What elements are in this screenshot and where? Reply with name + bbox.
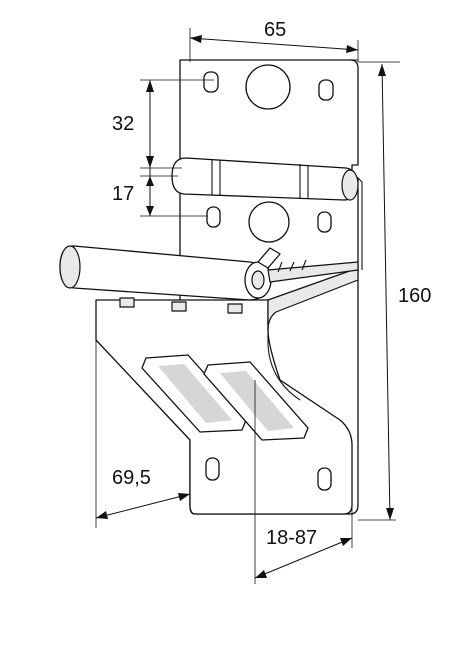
dimension-height-total: 160	[358, 61, 431, 521]
lower-hinge-pin	[59, 245, 359, 314]
dimension-width-top: 65	[189, 19, 359, 62]
dimension-label-18-87: 18-87	[266, 527, 317, 549]
middle-mounting-holes	[206, 201, 332, 243]
dimension-depth-bottom: 69,5	[95, 340, 191, 528]
upper-mounting-holes	[203, 64, 334, 110]
dimension-label-17: 17	[112, 183, 134, 205]
dimension-label-69-5: 69,5	[112, 467, 151, 489]
dimension-label-160: 160	[398, 285, 431, 307]
lower-mounting-holes	[205, 457, 332, 491]
dimension-adjust-range: 18-87	[254, 380, 353, 584]
dimension-label-65: 65	[264, 19, 286, 41]
adjustment-slots	[141, 354, 309, 441]
dimension-hinge-offset: 17	[112, 168, 208, 217]
dimension-hole-spacing: 32	[112, 79, 214, 169]
dimension-label-32: 32	[112, 113, 134, 135]
upper-hinge-knuckle	[171, 157, 359, 201]
